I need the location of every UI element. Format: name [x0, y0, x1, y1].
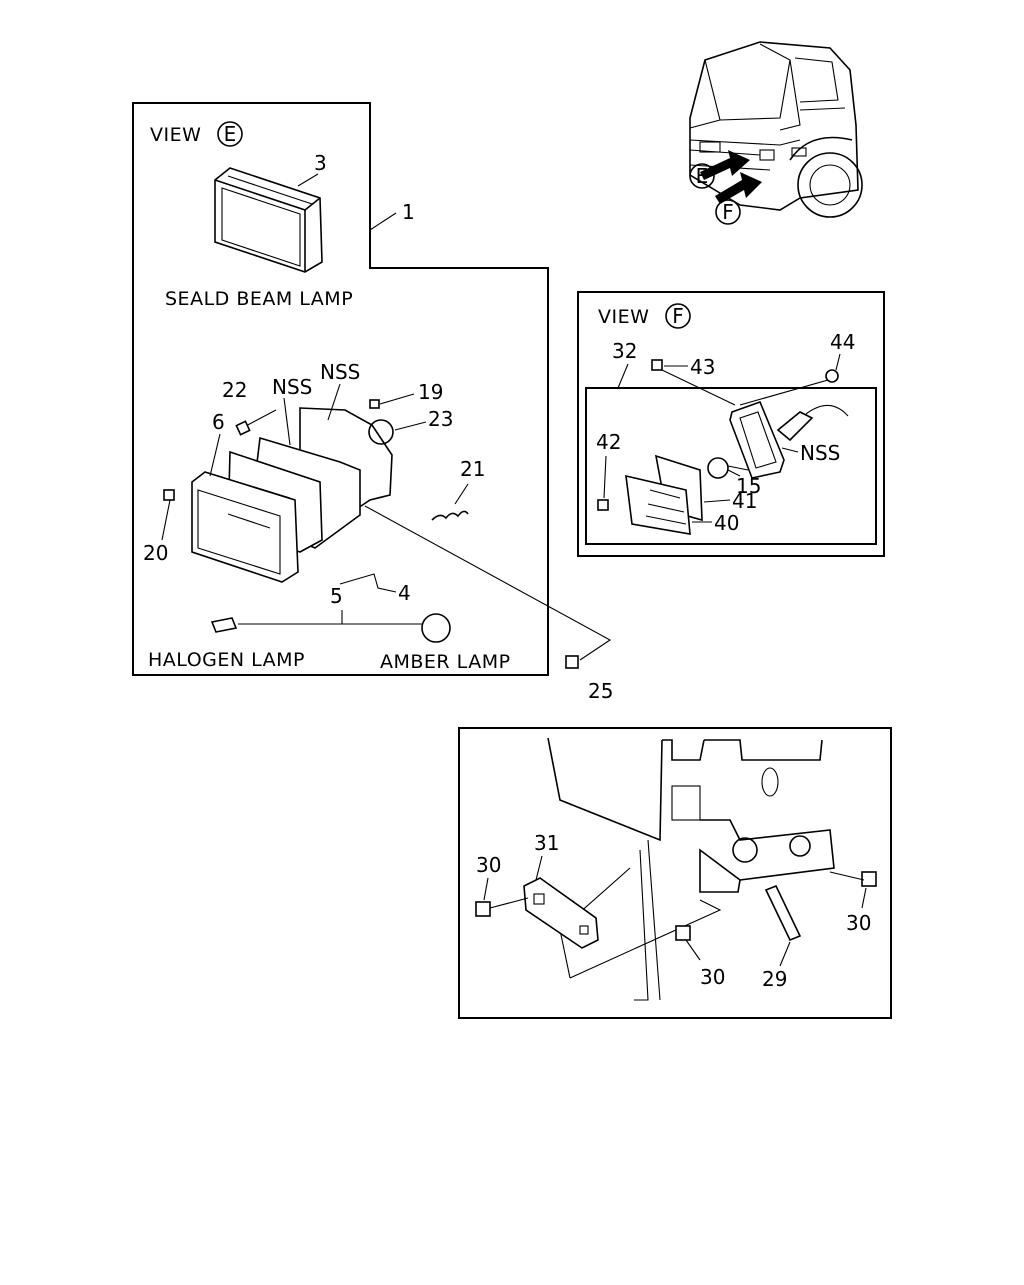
view-f-panel: VIEW F 32 43 44 NSS 15 42 41 [577, 291, 885, 557]
part-label-4: 4 [398, 581, 411, 605]
view-e-frame [132, 102, 549, 676]
nss-label-view-f: NSS [800, 441, 840, 465]
part-label-21: 21 [460, 457, 485, 481]
nss-label-right: NSS [320, 360, 360, 384]
part-label-29: 29 [762, 967, 787, 991]
bolt-30-right [861, 871, 877, 887]
side-turn-lamp-housing [729, 400, 849, 479]
spring-21 [431, 510, 469, 521]
view-f-circle-letter: F [672, 304, 684, 328]
bracket-31 [523, 877, 599, 949]
part-label-31: 31 [534, 831, 559, 855]
bulb-15 [707, 457, 729, 479]
screw-43 [651, 359, 663, 371]
part-label-44: 44 [830, 330, 855, 354]
part-label-22: 22 [222, 378, 247, 402]
nut-44 [825, 369, 839, 383]
nss-label-left: NSS [272, 375, 312, 399]
screw-20 [163, 489, 175, 501]
halogen-caption: HALOGEN LAMP [148, 649, 305, 671]
part-label-6: 6 [212, 410, 225, 434]
part-label-19: 19 [418, 380, 443, 404]
part-label-5: 5 [330, 584, 343, 608]
bracket-mounting-panel: 31 30 30 30 29 [458, 727, 892, 1019]
screw-19 [369, 399, 380, 409]
lamp-socket [368, 419, 394, 445]
halogen-headlamp-assembly [191, 407, 394, 583]
view-f-title: VIEW [598, 306, 649, 328]
part-label-42: 42 [596, 430, 621, 454]
part-label-41: 41 [732, 489, 757, 513]
sealed-beam-lamp [214, 167, 323, 273]
part-label-3: 3 [314, 151, 327, 175]
bolt-22 [235, 420, 251, 436]
part-label-30-right: 30 [846, 911, 871, 935]
view-e-title: VIEW [150, 124, 201, 146]
bracket-panel-frame [458, 727, 892, 1019]
lens-40 [625, 474, 691, 535]
part-label-30-center: 30 [700, 965, 725, 989]
part-label-32: 32 [612, 339, 637, 363]
sealed-beam-caption: SEALD BEAM LAMP [165, 288, 353, 310]
view-f-inner-frame [585, 387, 877, 545]
amber-bulb [421, 613, 451, 643]
bolt-30-left [475, 901, 491, 917]
screw-42 [597, 499, 609, 511]
truck-marker-e: E [696, 164, 709, 188]
view-e-panel: VIEW E 3 1 SEALD BEAM LAMP NSS NSS [132, 102, 613, 703]
part-label-15: 15 [736, 474, 761, 498]
part-label-25: 25 [588, 679, 613, 703]
screw-25 [565, 655, 579, 669]
view-f-outer-frame [577, 291, 885, 557]
view-e-circle-letter: E [224, 122, 237, 146]
bolt-30-center [675, 925, 691, 941]
part-label-23: 23 [428, 407, 453, 431]
part-label-1: 1 [402, 200, 415, 224]
part-label-20: 20 [143, 541, 168, 565]
amber-caption: AMBER LAMP [380, 651, 511, 673]
view-f-circle [665, 303, 691, 329]
part-label-43: 43 [690, 355, 715, 379]
part-label-40: 40 [714, 511, 739, 535]
truck-marker-f: F [722, 200, 734, 224]
stay-29 [764, 884, 802, 942]
truck-cab-illustration: E F [689, 41, 863, 225]
part-label-30-left: 30 [476, 853, 501, 877]
view-e-circle [217, 121, 243, 147]
halogen-bulb [210, 617, 238, 633]
